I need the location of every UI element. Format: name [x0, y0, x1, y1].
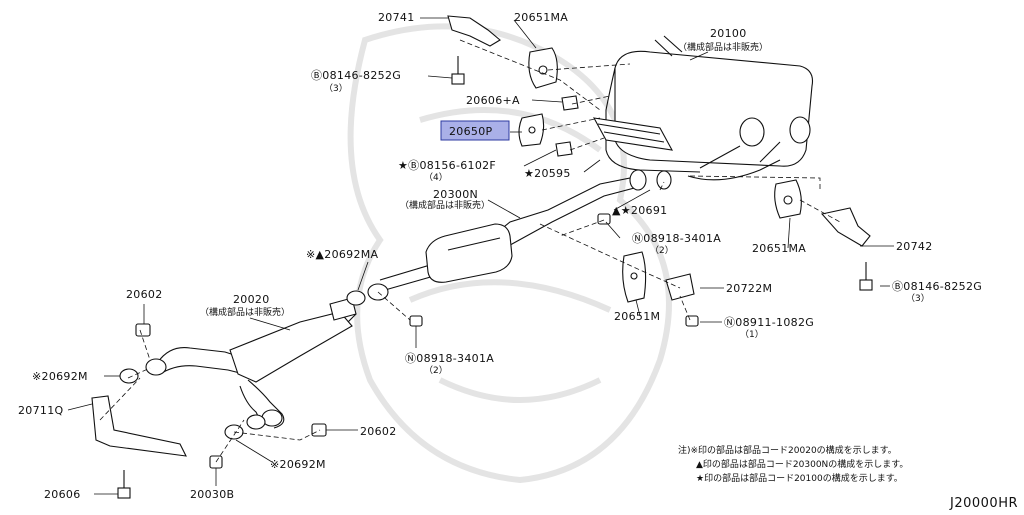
front-pipe-20020[interactable]	[145, 297, 357, 430]
bracket-20711q[interactable]	[91, 395, 187, 499]
label-20602-bottom: 20602	[360, 425, 397, 438]
label-20742: 20742	[896, 240, 933, 253]
bolt-08156[interactable]	[555, 141, 573, 157]
label-20300n-sub: （構成部品は非販売）	[400, 199, 490, 211]
center-pipe-20300n[interactable]	[379, 169, 647, 291]
bolt-20606a[interactable]	[561, 95, 579, 111]
notes-block: 注)※印の部品は部品コード20020の構成を示します。 ▲印の部品は部品コード2…	[678, 444, 908, 484]
label-20100-sub: （構成部品は非販売）	[678, 41, 768, 53]
label-08918-right: Ⓝ08918-3401A	[632, 232, 721, 245]
nut-20602-top[interactable]	[135, 323, 151, 337]
nut-08918-left[interactable]	[409, 315, 423, 327]
bracket-20742[interactable]	[820, 207, 873, 291]
label-20650p: 20650P	[449, 125, 492, 138]
note-line-1: 注)※印の部品は部品コード20020の構成を示します。	[678, 444, 897, 456]
bracket-20741[interactable]	[447, 15, 501, 85]
label-20691: ▲★20691	[612, 204, 667, 217]
hanger-20651ma-top[interactable]	[528, 47, 558, 89]
label-08146-right-qty: （3）	[906, 293, 930, 304]
label-20020-sub: （構成部品は非販売）	[200, 306, 290, 318]
leader-lines	[67, 17, 894, 495]
label-08918-right-qty: （2）	[650, 245, 674, 256]
label-08146-right: Ⓑ08146-8252G	[892, 280, 982, 293]
label-20300n: 20300N	[433, 188, 478, 201]
label-08911: Ⓝ08911-1082G	[724, 316, 814, 329]
label-08918-left: Ⓝ08918-3401A	[405, 352, 494, 365]
label-20741: 20741	[378, 11, 415, 24]
label-08146-top: Ⓑ08146-8252G	[311, 69, 401, 82]
gasket-20692m-left[interactable]	[119, 368, 139, 384]
note-line-3: ★印の部品は部品コード20100の構成を示します。	[696, 472, 903, 484]
highlight-box-20650p	[440, 120, 510, 141]
label-20692m-left: ※20692M	[32, 370, 88, 383]
diagram-code: J20000HR	[949, 496, 1018, 511]
label-08911-qty: （1）	[740, 329, 764, 340]
label-20692m-bottom: ※20692M	[270, 458, 326, 471]
label-08156-qty: （4）	[424, 172, 448, 183]
label-20020: 20020	[233, 293, 270, 306]
label-20606: 20606	[44, 488, 81, 501]
label-08146-top-qty: （3）	[324, 83, 348, 94]
label-08918-left-qty: （2）	[424, 365, 448, 376]
muffler-20100[interactable]	[592, 35, 814, 181]
label-20030b: 20030B	[190, 488, 234, 501]
gasket-20692ma[interactable]	[346, 283, 389, 306]
hanger-20650p[interactable]	[518, 113, 545, 147]
label-20602-top: 20602	[126, 288, 163, 301]
hanger-20651m[interactable]	[622, 251, 647, 303]
watermark-emblem	[347, 23, 672, 484]
label-20100: 20100	[710, 27, 747, 40]
label-20651ma-right: 20651MA	[752, 242, 806, 255]
gasket-20691[interactable]	[656, 170, 672, 190]
label-20651ma-top: 20651MA	[514, 11, 568, 24]
hanger-20651ma-right[interactable]	[774, 179, 802, 219]
label-20595: ★20595	[524, 167, 571, 180]
note-line-2: ▲印の部品は部品コード20300Nの構成を示します。	[696, 458, 908, 470]
nut-08911[interactable]	[685, 315, 699, 327]
label-20711q: 20711Q	[18, 404, 63, 417]
label-08156: ★Ⓑ08156-6102F	[398, 159, 496, 172]
bracket-20722m[interactable]	[665, 273, 695, 301]
label-20722m: 20722M	[726, 282, 772, 295]
part-labels: 20741 20651MA 20100 （構成部品は非販売） Ⓑ08146-82…	[18, 11, 982, 501]
assembly-lines	[99, 39, 841, 463]
nut-20602-bottom[interactable]	[311, 423, 327, 437]
label-20692ma: ※▲20692MA	[306, 248, 379, 261]
nut-08918-right[interactable]	[597, 213, 611, 225]
label-20651m: 20651M	[614, 310, 660, 323]
label-20606a: 20606+A	[466, 94, 520, 107]
